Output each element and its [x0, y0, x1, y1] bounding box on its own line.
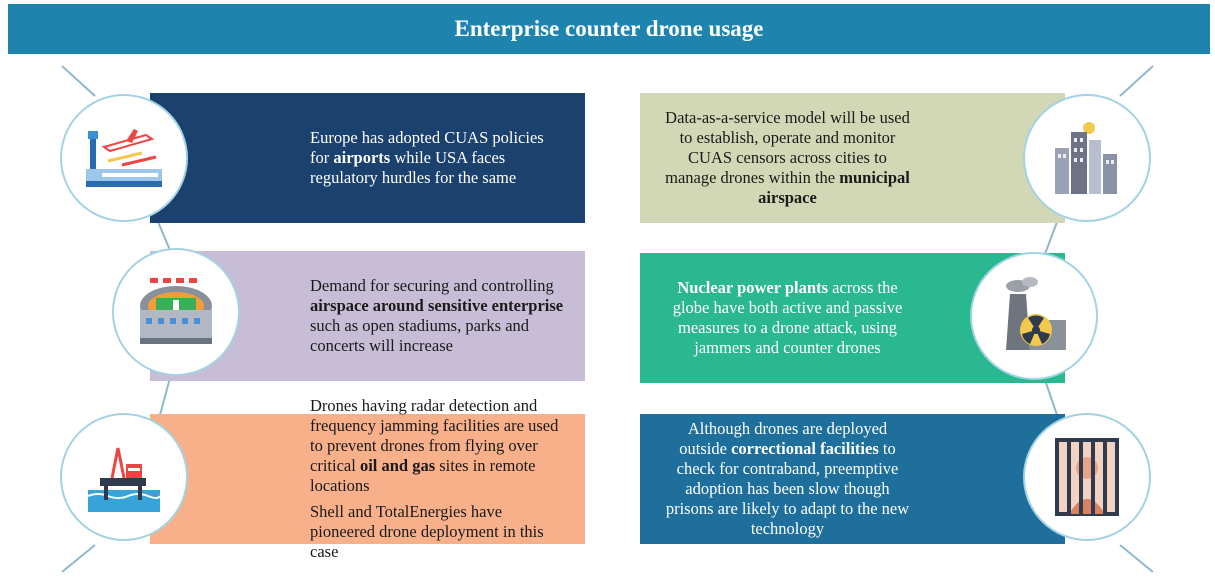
card-paragraph: Europe has adopted CUAS policies for air…	[310, 127, 544, 188]
highlighted-term: Nuclear power plants	[677, 277, 828, 297]
card-text: Although drones are deployed outside cor…	[662, 419, 913, 540]
card-paragraph: Data-as-a-service model will be used to …	[665, 107, 910, 208]
stadium-icon	[136, 274, 216, 350]
stadium-icon-circle	[112, 248, 240, 376]
city-buildings-icon-circle	[1023, 94, 1151, 222]
card-paragraph: Drones having radar detection and freque…	[310, 395, 559, 496]
card-airports: Europe has adopted CUAS policies for air…	[150, 93, 585, 223]
card-paragraph: Shell and TotalEnergies have pioneered d…	[310, 502, 544, 562]
highlighted-term: airports	[333, 147, 391, 167]
city-buildings-icon	[1049, 118, 1125, 198]
card-oil-gas: Drones having radar detection and freque…	[150, 396, 585, 561]
prison-icon-circle	[1023, 413, 1151, 541]
highlighted-term: oil and gas	[359, 455, 436, 475]
card-prisons: Although drones are deployed outside cor…	[640, 414, 1065, 544]
nuclear-plant-icon	[996, 276, 1072, 356]
page-title: Enterprise counter drone usage	[8, 4, 1210, 54]
oil-rig-icon-circle	[60, 413, 188, 541]
nuclear-plant-icon-circle	[970, 252, 1098, 380]
card-text: Europe has adopted CUAS policies for air…	[310, 128, 567, 188]
card-paragraph: Nuclear power plants across the globe ha…	[672, 277, 903, 358]
airport-icon	[82, 121, 166, 195]
highlighted-term: airspace around sensitive enterprise	[310, 295, 564, 315]
card-paragraph: Although drones are deployed outside cor…	[665, 418, 910, 539]
card-text: Nuclear power plants across the globe ha…	[662, 278, 913, 359]
highlighted-term: correctional facilities	[731, 438, 879, 458]
oil-rig-icon	[84, 440, 164, 514]
card-text: Data-as-a-service model will be used to …	[662, 108, 913, 209]
highlighted-term: municipal airspace	[758, 168, 910, 208]
prison-icon	[1055, 438, 1119, 516]
card-municipal: Data-as-a-service model will be used to …	[640, 93, 1065, 223]
airport-icon-circle	[60, 94, 188, 222]
card-text: Drones having radar detection and freque…	[310, 396, 567, 563]
card-text: Demand for securing and controlling airs…	[310, 276, 567, 357]
card-paragraph: Demand for securing and controlling airs…	[310, 275, 564, 356]
